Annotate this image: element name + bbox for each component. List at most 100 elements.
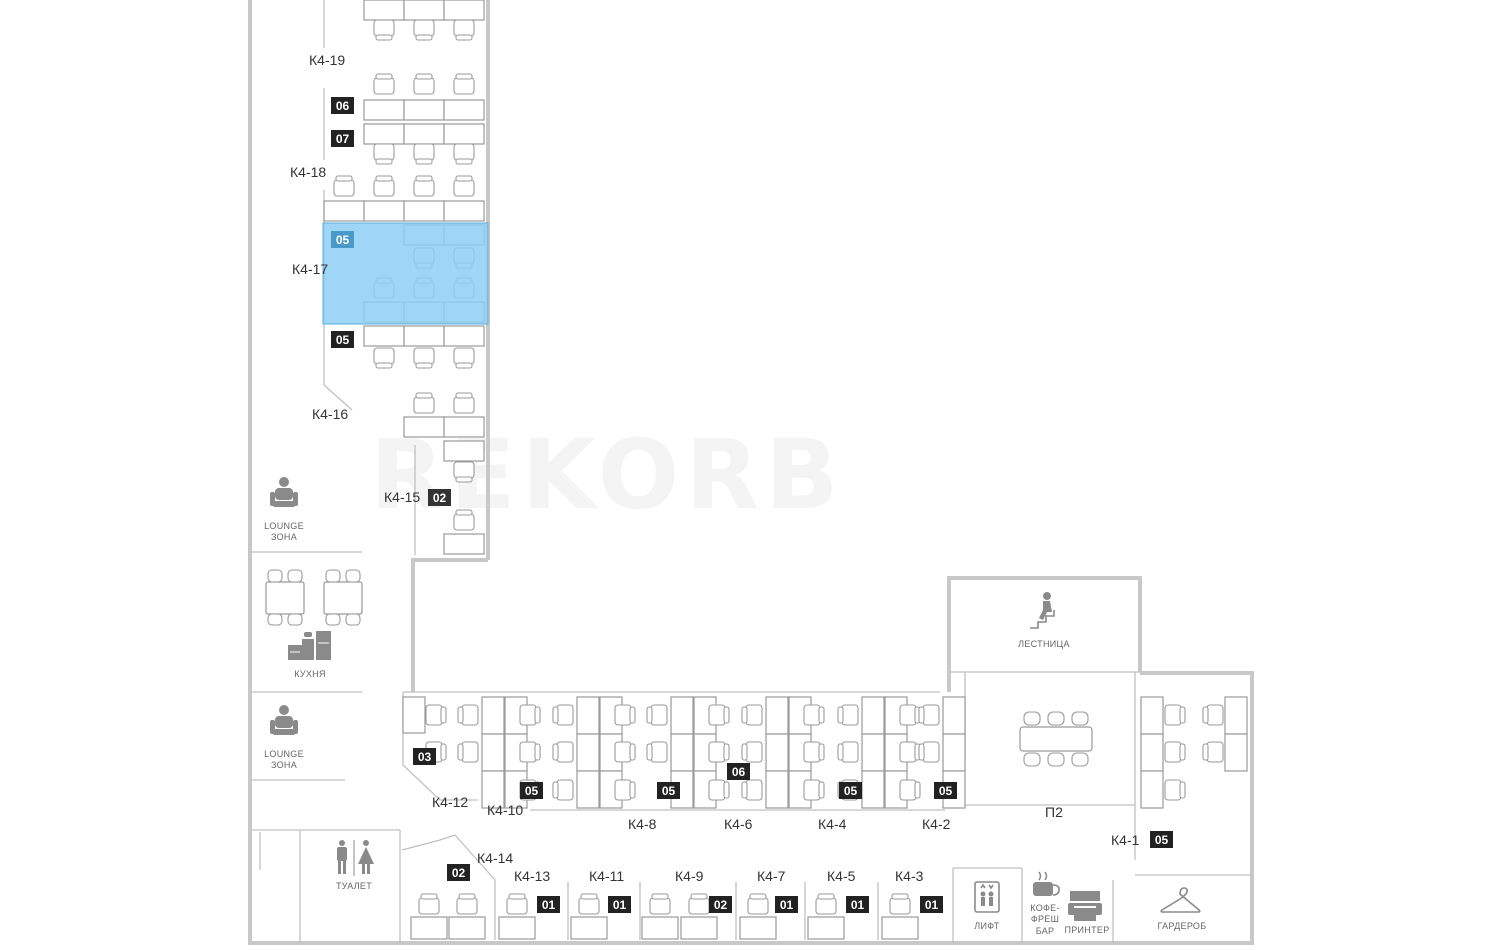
chair: [899, 779, 917, 801]
toilet-icon: [337, 840, 374, 876]
chair: [413, 77, 435, 95]
chair: [556, 704, 574, 726]
seat-badge[interactable]: 06: [727, 763, 750, 780]
chair: [415, 158, 433, 165]
desk: [403, 416, 445, 438]
chair: [333, 179, 355, 197]
desk: [448, 916, 486, 940]
seat-badge[interactable]: 07: [331, 130, 354, 147]
desk: [1140, 733, 1164, 772]
desk: [765, 733, 789, 772]
seat-badge[interactable]: 05: [331, 331, 354, 348]
desk: [363, 0, 405, 21]
seat-badge[interactable]: 02: [428, 489, 451, 506]
chair: [552, 743, 559, 761]
seat-badge[interactable]: 06: [331, 97, 354, 114]
seat-badge[interactable]: 02: [709, 896, 732, 913]
chair: [578, 897, 600, 915]
seat-badge[interactable]: 01: [608, 896, 631, 913]
chair: [373, 347, 395, 365]
seat-badge[interactable]: 05: [520, 782, 543, 799]
desk: [403, 200, 445, 222]
chair: [415, 34, 433, 41]
seat-badge[interactable]: 01: [920, 896, 943, 913]
desk: [443, 440, 485, 462]
chair: [534, 743, 541, 761]
lounge-icon: [270, 705, 298, 735]
chair: [651, 893, 669, 900]
seat-badge[interactable]: 03: [413, 748, 436, 765]
room-label-k4-15: К4-15: [384, 489, 420, 505]
seat-badge[interactable]: 05: [839, 782, 862, 799]
kitchen-caption: КУХНЯ: [294, 669, 326, 679]
coffee-caption: БАР: [1036, 926, 1055, 936]
chair: [453, 77, 475, 95]
chair: [415, 73, 433, 80]
chair: [458, 893, 476, 900]
chair: [803, 779, 821, 801]
chair: [629, 743, 636, 761]
room-label-k4-10: К4-10: [487, 802, 523, 818]
chair: [552, 706, 559, 724]
svg-text:05: 05: [662, 784, 676, 798]
svg-text:07: 07: [336, 132, 350, 146]
chair: [841, 704, 859, 726]
svg-text:05: 05: [844, 784, 858, 798]
desk: [861, 733, 885, 772]
lounge-caption: ЗОНА: [271, 532, 297, 542]
chair: [453, 143, 475, 161]
chair: [461, 741, 479, 763]
bottom-partitions: [401, 672, 1252, 943]
chair: [453, 513, 475, 531]
svg-text:02: 02: [714, 898, 728, 912]
chair: [708, 741, 726, 763]
chair: [747, 897, 769, 915]
chair: [453, 461, 475, 479]
lift-icon: [974, 881, 1000, 913]
desk: [443, 0, 485, 21]
seat-badge[interactable]: 05: [934, 782, 957, 799]
room-label-k4-18: К4-18: [290, 164, 326, 180]
coffee-icon: [1033, 871, 1060, 896]
seat-badge[interactable]: 01: [775, 896, 798, 913]
desk: [1224, 696, 1248, 735]
chair: [455, 73, 473, 80]
chair: [1179, 781, 1186, 799]
desk: [881, 916, 919, 940]
chair: [375, 175, 393, 182]
room-label-k4-3: К4-3: [895, 868, 924, 884]
seat-badge[interactable]: 05: [657, 782, 680, 799]
seat-badge-selected[interactable]: 05: [331, 231, 354, 248]
svg-text:01: 01: [613, 898, 627, 912]
room-label-p2: П2: [1045, 804, 1063, 820]
desk: [765, 696, 789, 735]
chair: [415, 175, 433, 182]
chair: [1202, 743, 1209, 761]
room-label-k4-4: К4-4: [818, 816, 847, 832]
desk: [443, 533, 485, 555]
chair: [649, 897, 671, 915]
chair: [556, 779, 574, 801]
chair: [646, 743, 653, 761]
chair: [455, 34, 473, 41]
desk: [323, 200, 365, 222]
chair: [413, 347, 435, 365]
seat-badge[interactable]: 01: [537, 896, 560, 913]
seat-badge[interactable]: 05: [1150, 831, 1173, 848]
chair: [745, 779, 763, 801]
chair: [455, 158, 473, 165]
chair: [614, 779, 632, 801]
chair: [440, 743, 447, 761]
chair: [415, 392, 433, 399]
chair: [899, 704, 917, 726]
chair: [723, 706, 730, 724]
chair: [335, 175, 353, 182]
chair: [1202, 706, 1209, 724]
desk: [576, 770, 600, 809]
seat-badge[interactable]: 02: [447, 864, 470, 881]
chair: [918, 706, 925, 724]
chair: [889, 897, 911, 915]
seat-badge[interactable]: 01: [846, 896, 869, 913]
desk: [481, 770, 505, 809]
desk: [481, 696, 505, 735]
